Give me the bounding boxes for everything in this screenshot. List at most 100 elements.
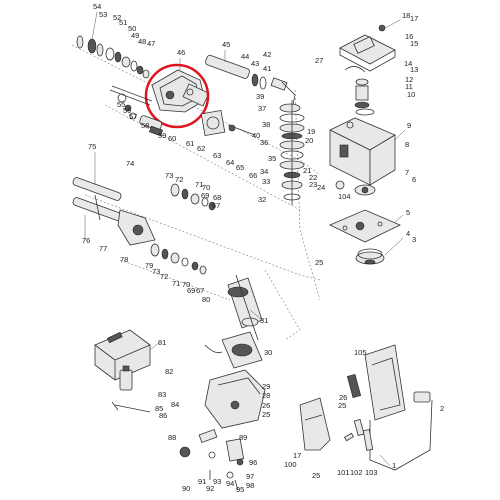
part-label-50[interactable]: 50 [128,24,136,33]
part-label-32[interactable]: 32 [258,195,266,204]
part-label-6[interactable]: 6 [412,175,416,184]
part-label-31[interactable]: 31 [260,316,268,325]
part-label-25[interactable]: 25 [338,401,346,410]
part-label-59[interactable]: 59 [158,131,166,140]
part-label-26[interactable]: 26 [262,401,270,410]
part-label-55[interactable]: 55 [117,100,125,109]
part-label-84[interactable]: 84 [171,400,179,409]
part-label-74[interactable]: 74 [126,159,134,168]
part-label-12[interactable]: 12 [405,75,413,84]
part-label-9[interactable]: 9 [407,121,411,130]
part-label-28[interactable]: 28 [262,391,270,400]
part-label-57[interactable]: 57 [129,112,137,121]
part-label-90[interactable]: 90 [182,484,190,493]
part-label-35[interactable]: 35 [268,154,276,163]
part-label-29[interactable]: 29 [262,382,270,391]
part-label-25[interactable]: 25 [312,471,320,480]
part-label-45[interactable]: 45 [222,40,230,49]
part-label-41[interactable]: 41 [263,64,271,73]
part-label-7[interactable]: 7 [405,168,409,177]
part-label-11[interactable]: 11 [405,82,413,91]
part-label-27[interactable]: 27 [315,56,323,65]
part-label-92[interactable]: 92 [206,484,214,493]
part-label-33[interactable]: 33 [262,177,270,186]
part-label-73[interactable]: 73 [152,267,160,276]
part-label-77[interactable]: 77 [99,244,107,253]
part-label-82[interactable]: 82 [165,367,173,376]
part-label-13[interactable]: 13 [410,65,418,74]
part-label-65[interactable]: 65 [236,163,244,172]
part-label-17[interactable]: 17 [293,451,301,460]
part-label-3[interactable]: 3 [412,235,416,244]
part-label-83[interactable]: 83 [158,390,166,399]
part-label-80[interactable]: 80 [202,295,210,304]
part-label-88[interactable]: 88 [168,433,176,442]
part-label-46[interactable]: 46 [177,48,185,57]
part-label-67[interactable]: 67 [196,286,204,295]
part-label-98[interactable]: 98 [246,481,254,490]
gear-housing-part-46[interactable] [151,69,210,113]
part-label-47[interactable]: 47 [147,39,155,48]
part-label-96[interactable]: 96 [249,458,257,467]
part-label-103[interactable]: 103 [365,468,378,477]
part-label-8[interactable]: 8 [405,140,409,149]
part-label-70[interactable]: 70 [202,183,210,192]
part-label-58[interactable]: 58 [141,121,149,130]
part-label-30[interactable]: 30 [264,348,272,357]
part-label-72[interactable]: 72 [175,175,183,184]
part-label-2[interactable]: 2 [440,404,444,413]
part-label-67[interactable]: 67 [212,201,220,210]
part-label-4[interactable]: 4 [406,229,410,238]
part-label-100[interactable]: 100 [284,460,297,469]
part-label-93[interactable]: 93 [213,477,221,486]
part-label-17[interactable]: 17 [410,14,418,23]
part-label-56[interactable]: 56 [123,106,131,115]
part-label-79[interactable]: 79 [145,261,153,270]
part-label-71[interactable]: 71 [195,180,203,189]
part-label-61[interactable]: 61 [186,139,194,148]
part-label-104[interactable]: 104 [338,192,351,201]
part-label-34[interactable]: 34 [260,167,268,176]
part-label-78[interactable]: 78 [120,255,128,264]
part-label-76[interactable]: 76 [82,236,90,245]
part-label-54[interactable]: 54 [93,2,101,11]
part-label-40[interactable]: 40 [252,131,260,140]
part-label-42[interactable]: 42 [263,50,271,59]
part-label-68[interactable]: 68 [213,193,221,202]
part-label-60[interactable]: 60 [168,134,176,143]
part-label-23[interactable]: 23 [309,180,317,189]
part-label-26[interactable]: 26 [339,393,347,402]
part-label-105[interactable]: 105 [354,348,367,357]
part-label-39[interactable]: 39 [256,92,264,101]
part-label-62[interactable]: 62 [197,144,205,153]
part-label-85[interactable]: 85 [155,404,163,413]
part-label-101[interactable]: 101 [337,468,350,477]
part-label-71[interactable]: 71 [172,279,180,288]
part-label-20[interactable]: 20 [305,136,313,145]
part-label-10[interactable]: 10 [407,90,415,99]
part-label-75[interactable]: 75 [88,142,96,151]
part-label-15[interactable]: 15 [410,39,418,48]
part-label-22[interactable]: 22 [309,173,317,182]
part-label-81[interactable]: 81 [158,338,166,347]
part-label-66[interactable]: 66 [249,171,257,180]
part-label-69[interactable]: 69 [201,191,209,200]
part-label-5[interactable]: 5 [406,208,410,217]
part-label-49[interactable]: 49 [131,31,139,40]
part-label-14[interactable]: 14 [404,59,412,68]
part-label-63[interactable]: 63 [213,151,221,160]
part-label-37[interactable]: 37 [258,104,266,113]
part-label-16[interactable]: 16 [405,32,413,41]
part-label-73[interactable]: 73 [165,171,173,180]
part-label-44[interactable]: 44 [241,52,249,61]
part-label-38[interactable]: 38 [262,120,270,129]
part-label-53[interactable]: 53 [99,10,107,19]
part-label-95[interactable]: 95 [236,485,244,494]
part-label-25[interactable]: 25 [315,258,323,267]
part-label-36[interactable]: 36 [260,138,268,147]
part-label-48[interactable]: 48 [138,37,146,46]
part-label-70[interactable]: 70 [182,280,190,289]
part-label-97[interactable]: 97 [246,472,254,481]
part-label-94[interactable]: 94 [226,479,234,488]
part-label-72[interactable]: 72 [160,272,168,281]
